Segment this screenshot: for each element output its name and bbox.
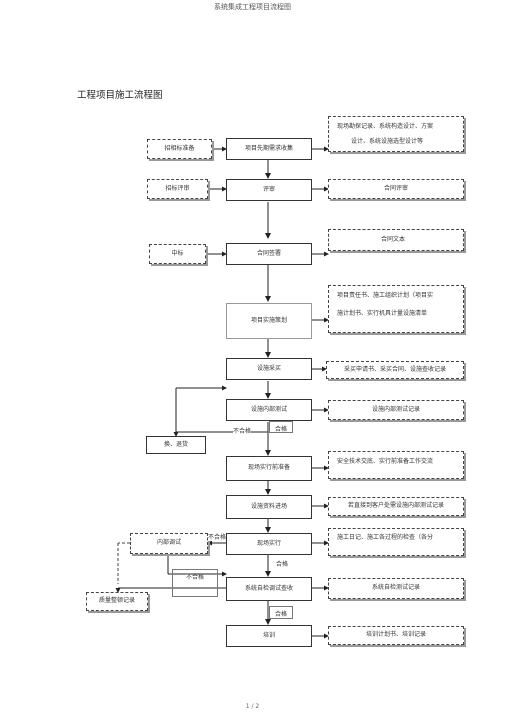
page-header: 系统集成工程项目流程图 xyxy=(214,3,291,11)
step-contract-sign: 合同签署 xyxy=(226,243,312,265)
box-quality-rectify: 质量整顿记录 xyxy=(86,592,148,611)
label-pass-3: 合格 xyxy=(269,606,293,619)
page-title: 工程项目施工流程图 xyxy=(77,90,163,101)
box-bid-review: 招标评审 xyxy=(147,179,208,199)
note-safety-briefing: 安全技术交底、实行前准备工作交流 xyxy=(328,451,464,479)
box-win-bid: 中标 xyxy=(149,244,206,264)
step-training: 培训 xyxy=(226,625,312,647)
label-fail-2: 不合格 xyxy=(208,532,227,541)
page-footer: 1 / 2 xyxy=(245,703,260,710)
step-planning: 项目实施策划 xyxy=(226,303,312,339)
step-site-prep: 现场实行前准备 xyxy=(226,456,312,481)
note-equipment-entry: 若直接到客户处需设施内部测试记录 xyxy=(328,497,464,516)
note-plan-documents: 项目责任书、施工组织计划（项目实 施计划书、实行机具计量设施清单 xyxy=(328,285,464,333)
note-training-record: 培训计划书、培训记录 xyxy=(328,626,464,645)
note-contract-review: 合同评审 xyxy=(328,179,464,199)
note-contract-text: 合同文本 xyxy=(328,229,464,251)
note-purchase-records: 采买申请书、采买合同、设施查收记录 xyxy=(326,361,464,379)
box-return-goods: 换、退货 xyxy=(146,436,206,454)
step-purchase: 设施采买 xyxy=(226,358,312,380)
note-self-check-record: 系统自检测试记录 xyxy=(328,578,464,599)
step-equipment-entry: 设施资料进场 xyxy=(226,495,312,519)
note-internal-test-record: 设施内部测试记录 xyxy=(328,400,464,420)
box-internal-debug: 内部调试 xyxy=(130,533,208,554)
step-review: 评审 xyxy=(226,179,312,201)
step-self-check: 系统自检调试查收 xyxy=(226,577,312,601)
note-construction-log: 施工日记、施工各过程的检查（各分 xyxy=(328,528,464,556)
label-pass-2: 合格 xyxy=(276,559,289,568)
box-bid-preparation: 招相标准备 xyxy=(147,139,212,159)
step-site-construction: 现场实行 xyxy=(226,533,312,555)
label-fail-1: 不合格 xyxy=(233,426,252,435)
label-fail-3: 不合格 xyxy=(172,569,218,597)
note-survey-design: 现场勘探记录、系统构造设计、方案 设计、系统设施选型设计等 xyxy=(328,116,464,152)
label-pass-1: 合格 xyxy=(269,421,293,433)
step-requirements: 项目先期需求收集 xyxy=(226,138,312,160)
step-internal-test: 设施内部测试 xyxy=(226,399,312,421)
